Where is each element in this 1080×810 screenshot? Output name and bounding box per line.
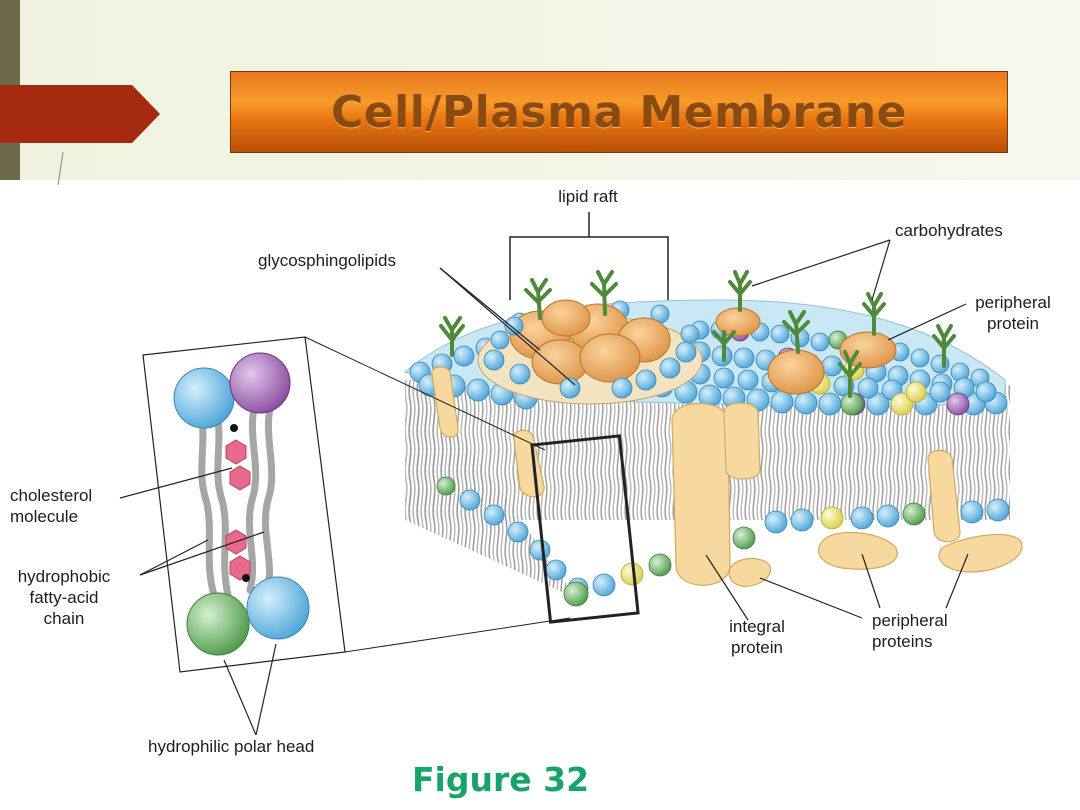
- membrane-block: [403, 270, 1023, 607]
- label-peripheral-proteins: peripheral proteins: [872, 611, 948, 651]
- label-carbohydrates: carbohydrates: [895, 221, 1003, 240]
- slide-title: Cell/Plasma Membrane: [331, 86, 907, 138]
- bottom-head-row: [436, 476, 1010, 607]
- title-arrow-tab: [0, 85, 160, 143]
- peripheral-proteins-bottom: [728, 531, 1023, 587]
- label-integral-protein: integral protein: [729, 617, 785, 657]
- lipid-raft: [477, 299, 703, 405]
- slide-guide-line: [57, 151, 64, 186]
- title-banner: Cell/Plasma Membrane: [230, 71, 1008, 153]
- zoom-inset: [142, 336, 346, 673]
- label-cholesterol-molecule: cholesterol molecule: [10, 486, 93, 526]
- zoom-connector: [304, 336, 640, 653]
- label-glycosphingolipids: glycosphingolipids: [258, 251, 396, 270]
- carbohydrate-chains: [439, 270, 956, 398]
- leader-lines: [119, 239, 969, 736]
- label-hydrophobic-fatty-acid-chain: hydrophobic fatty-acid chain: [17, 567, 111, 628]
- figure-caption: Figure 32: [412, 760, 590, 799]
- lipid-raft-bracket: [509, 212, 669, 300]
- label-peripheral-protein: peripheral protein: [975, 293, 1051, 333]
- label-hydrophilic-polar-head: hydrophilic polar head: [148, 737, 315, 756]
- label-lipid-raft: lipid raft: [558, 187, 618, 206]
